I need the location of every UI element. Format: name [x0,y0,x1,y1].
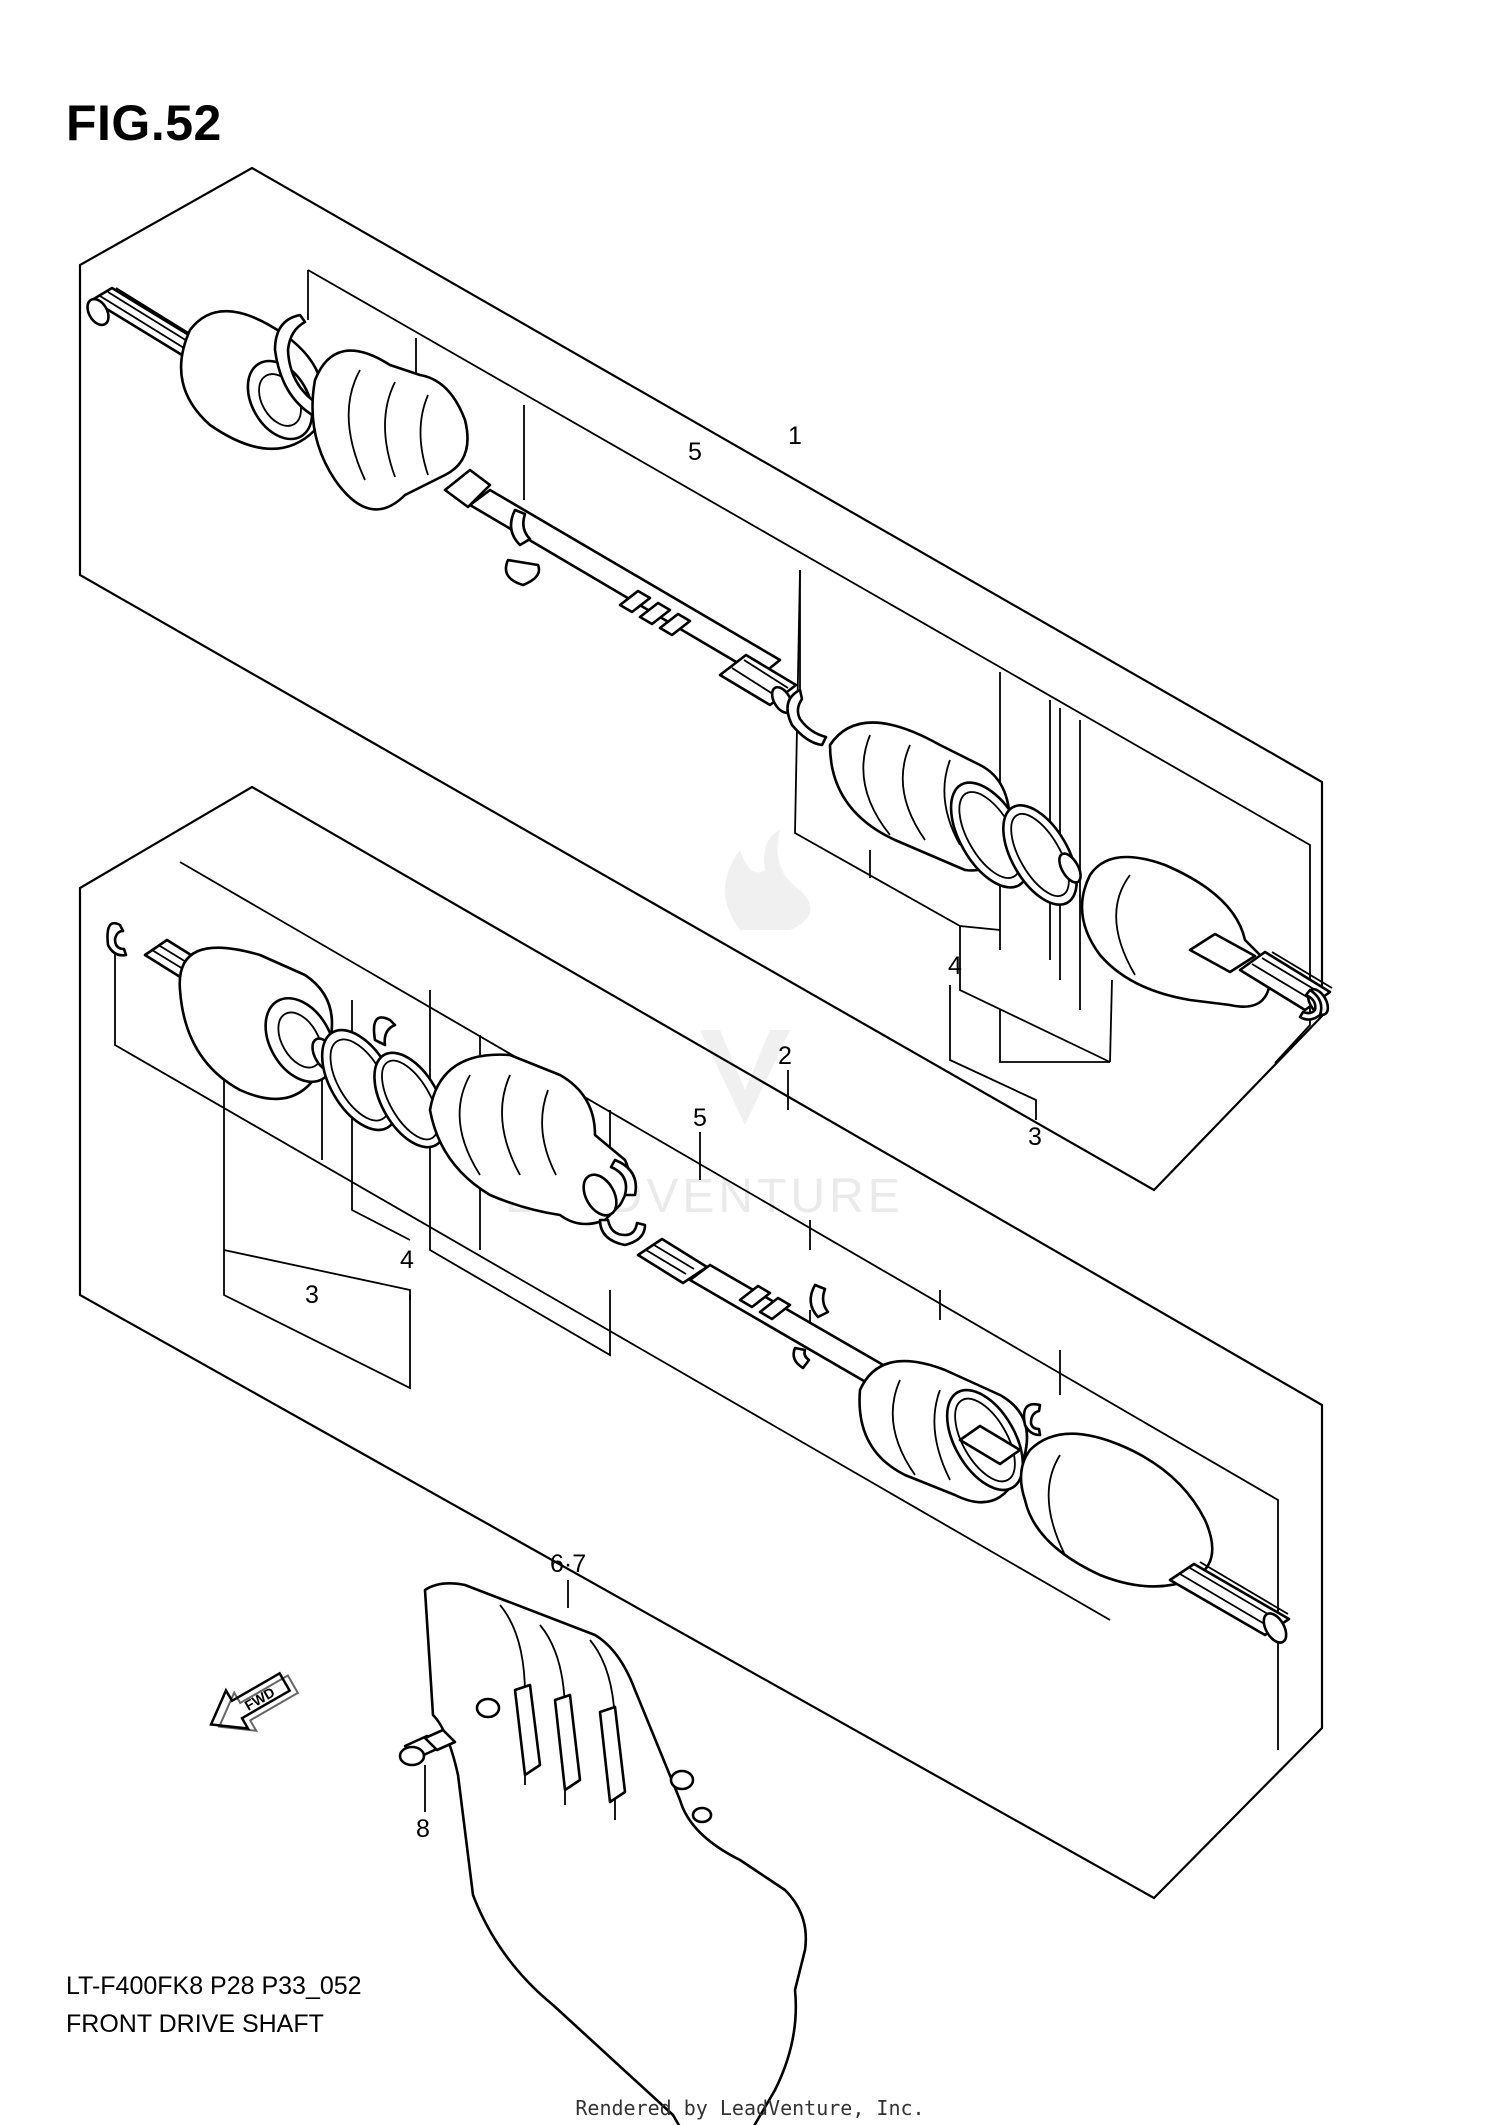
callout-4-upper: 4 [948,952,962,980]
figure-caption: FRONT DRIVE SHAFT [66,2010,324,2038]
callout-6-7: 6·7 [550,1550,586,1578]
upper-assembly-frame [78,166,1324,1192]
callout-3-lower: 3 [305,1281,319,1309]
model-code: LT-F400FK8 P28 P33_052 [66,1972,362,2000]
figure-title: FIG.52 [66,95,222,151]
callout-1: 1 [788,422,802,450]
flange-bolt [398,1728,457,1767]
fwd-arrow-icon: FWD [209,1671,300,1732]
lower-assembly-frame [78,785,1324,1900]
callout-2: 2 [778,1042,792,1070]
callout-8: 8 [416,1815,430,1843]
callout-4-lower: 4 [400,1246,414,1274]
callout-5-lower: 5 [693,1104,707,1132]
leader-3-upper [949,985,1037,1120]
upper-drive-shaft [86,286,1333,1021]
guard-plate [423,1582,808,2125]
lower-drive-shaft [106,921,1291,1644]
leader-3-lower [223,1249,411,1300]
callout-5-upper: 5 [688,438,702,466]
callout-3-upper: 3 [1028,1123,1042,1151]
rendered-by-credit: Rendered by LeadVenture, Inc. [575,2096,925,2120]
